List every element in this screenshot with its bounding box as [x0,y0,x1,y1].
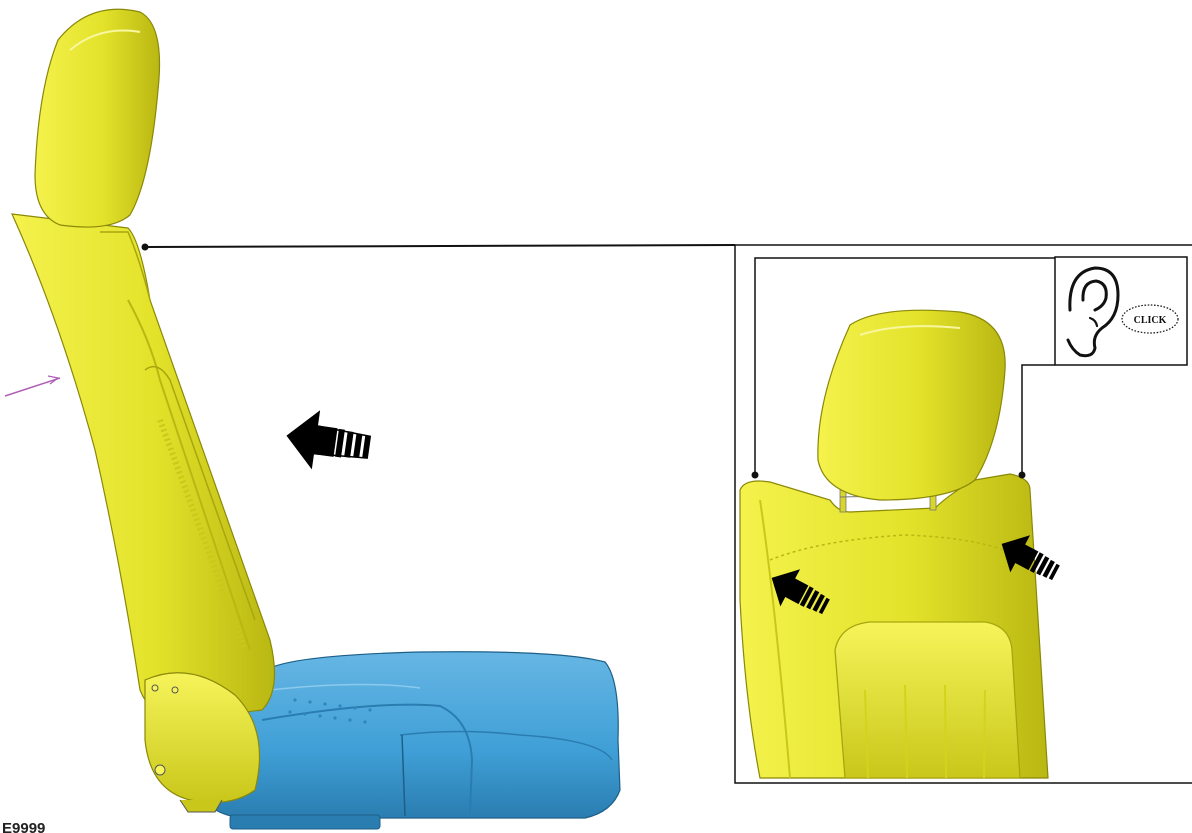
click-sound-burst: CLICK [1122,305,1178,333]
figure-number: E9999 [2,820,45,833]
push-arrow-icon [284,408,373,475]
main-seat-view [5,9,735,829]
callout-leader [142,244,736,251]
headrest [35,9,160,227]
seat-backrest [12,214,275,812]
detail-view: CLICK [735,245,1192,783]
detail-backrest [740,474,1048,778]
click-label: CLICK [1134,315,1167,326]
audible-click-indicator: CLICK [1055,257,1187,365]
wire-harness-line [5,378,60,396]
detail-headrest [818,310,1005,500]
